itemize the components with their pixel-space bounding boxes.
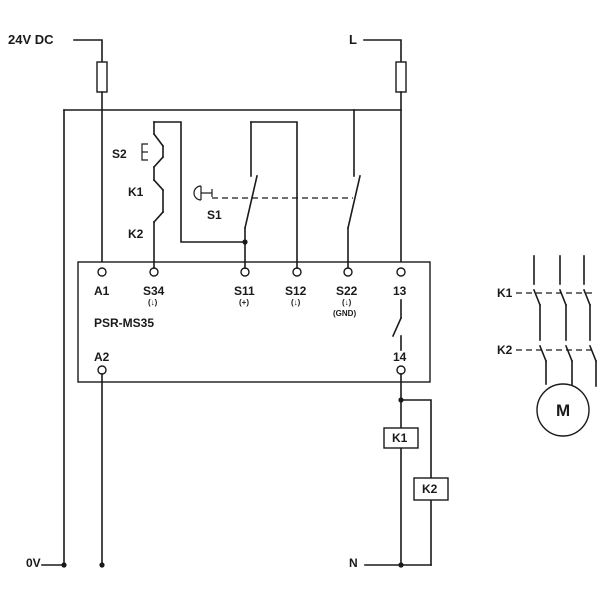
- svg-text:(+): (+): [239, 298, 249, 307]
- svg-text:(↓): (↓): [291, 298, 301, 307]
- supply-l-label: L: [349, 32, 357, 47]
- zero-volt-node: [61, 562, 67, 568]
- s11-junction-node: [242, 239, 248, 245]
- svg-text:S11: S11: [234, 284, 255, 298]
- supply-0v-label: 0V: [26, 556, 41, 570]
- svg-text:K1: K1: [392, 431, 408, 445]
- svg-text:13: 13: [393, 284, 407, 298]
- svg-text:A2: A2: [94, 350, 110, 364]
- coil-k2: K2: [413, 477, 449, 501]
- terminal-a1: A1: [94, 267, 110, 298]
- motor-contactor-k1-label: K1: [497, 286, 513, 300]
- relay-model-label: PSR-MS35: [94, 316, 154, 330]
- emergency-stop-channel-1: [244, 121, 298, 269]
- reset-button-s2: [141, 143, 148, 161]
- svg-text:A1: A1: [94, 284, 110, 298]
- l-fuse: [395, 61, 407, 93]
- switch-s2-label: S2: [112, 147, 127, 161]
- svg-text:S34: S34: [143, 284, 165, 298]
- svg-text:(GND): (GND): [333, 309, 356, 318]
- svg-text:K2: K2: [422, 482, 438, 496]
- dc-fuse: [96, 61, 108, 93]
- terminal-13: 13: [393, 267, 407, 298]
- terminal-s34: S34 (↓): [143, 267, 165, 307]
- emergency-stop-mushroom-icon: [193, 185, 213, 201]
- motor-icon: M: [536, 383, 590, 437]
- motor-power-circuit: [516, 255, 598, 387]
- terminal-s11: S11 (+): [234, 267, 255, 307]
- coil-k1: K1: [383, 427, 419, 449]
- relay-output-contact: [391, 299, 403, 351]
- feedback-loop-s34: [152, 121, 246, 269]
- supply-n-label: N: [349, 556, 358, 570]
- svg-text:S22: S22: [336, 284, 358, 298]
- supply-24vdc-label: 24V DC: [8, 32, 54, 47]
- coil-split-node: [398, 397, 404, 403]
- svg-text:(↓): (↓): [342, 298, 352, 307]
- terminal-a2: A2: [94, 350, 110, 375]
- l-supply-wire: [363, 39, 407, 266]
- a2-return-node: [99, 562, 105, 568]
- switch-s1-label: S1: [207, 208, 222, 222]
- switch-k2-feedback-label: K2: [128, 227, 144, 241]
- svg-text:14: 14: [393, 350, 407, 364]
- switch-k1-feedback-label: K1: [128, 185, 144, 199]
- output-coil-wiring: [364, 373, 432, 566]
- motor-contactor-k2-label: K2: [497, 343, 513, 357]
- relay-module-box: [77, 261, 431, 383]
- dc-supply-wire: [73, 39, 108, 266]
- neutral-node: [398, 562, 404, 568]
- emergency-stop-channel-2: [347, 109, 361, 269]
- motor-label: M: [556, 401, 570, 420]
- svg-text:(↓): (↓): [148, 298, 158, 307]
- svg-text:S12: S12: [285, 284, 307, 298]
